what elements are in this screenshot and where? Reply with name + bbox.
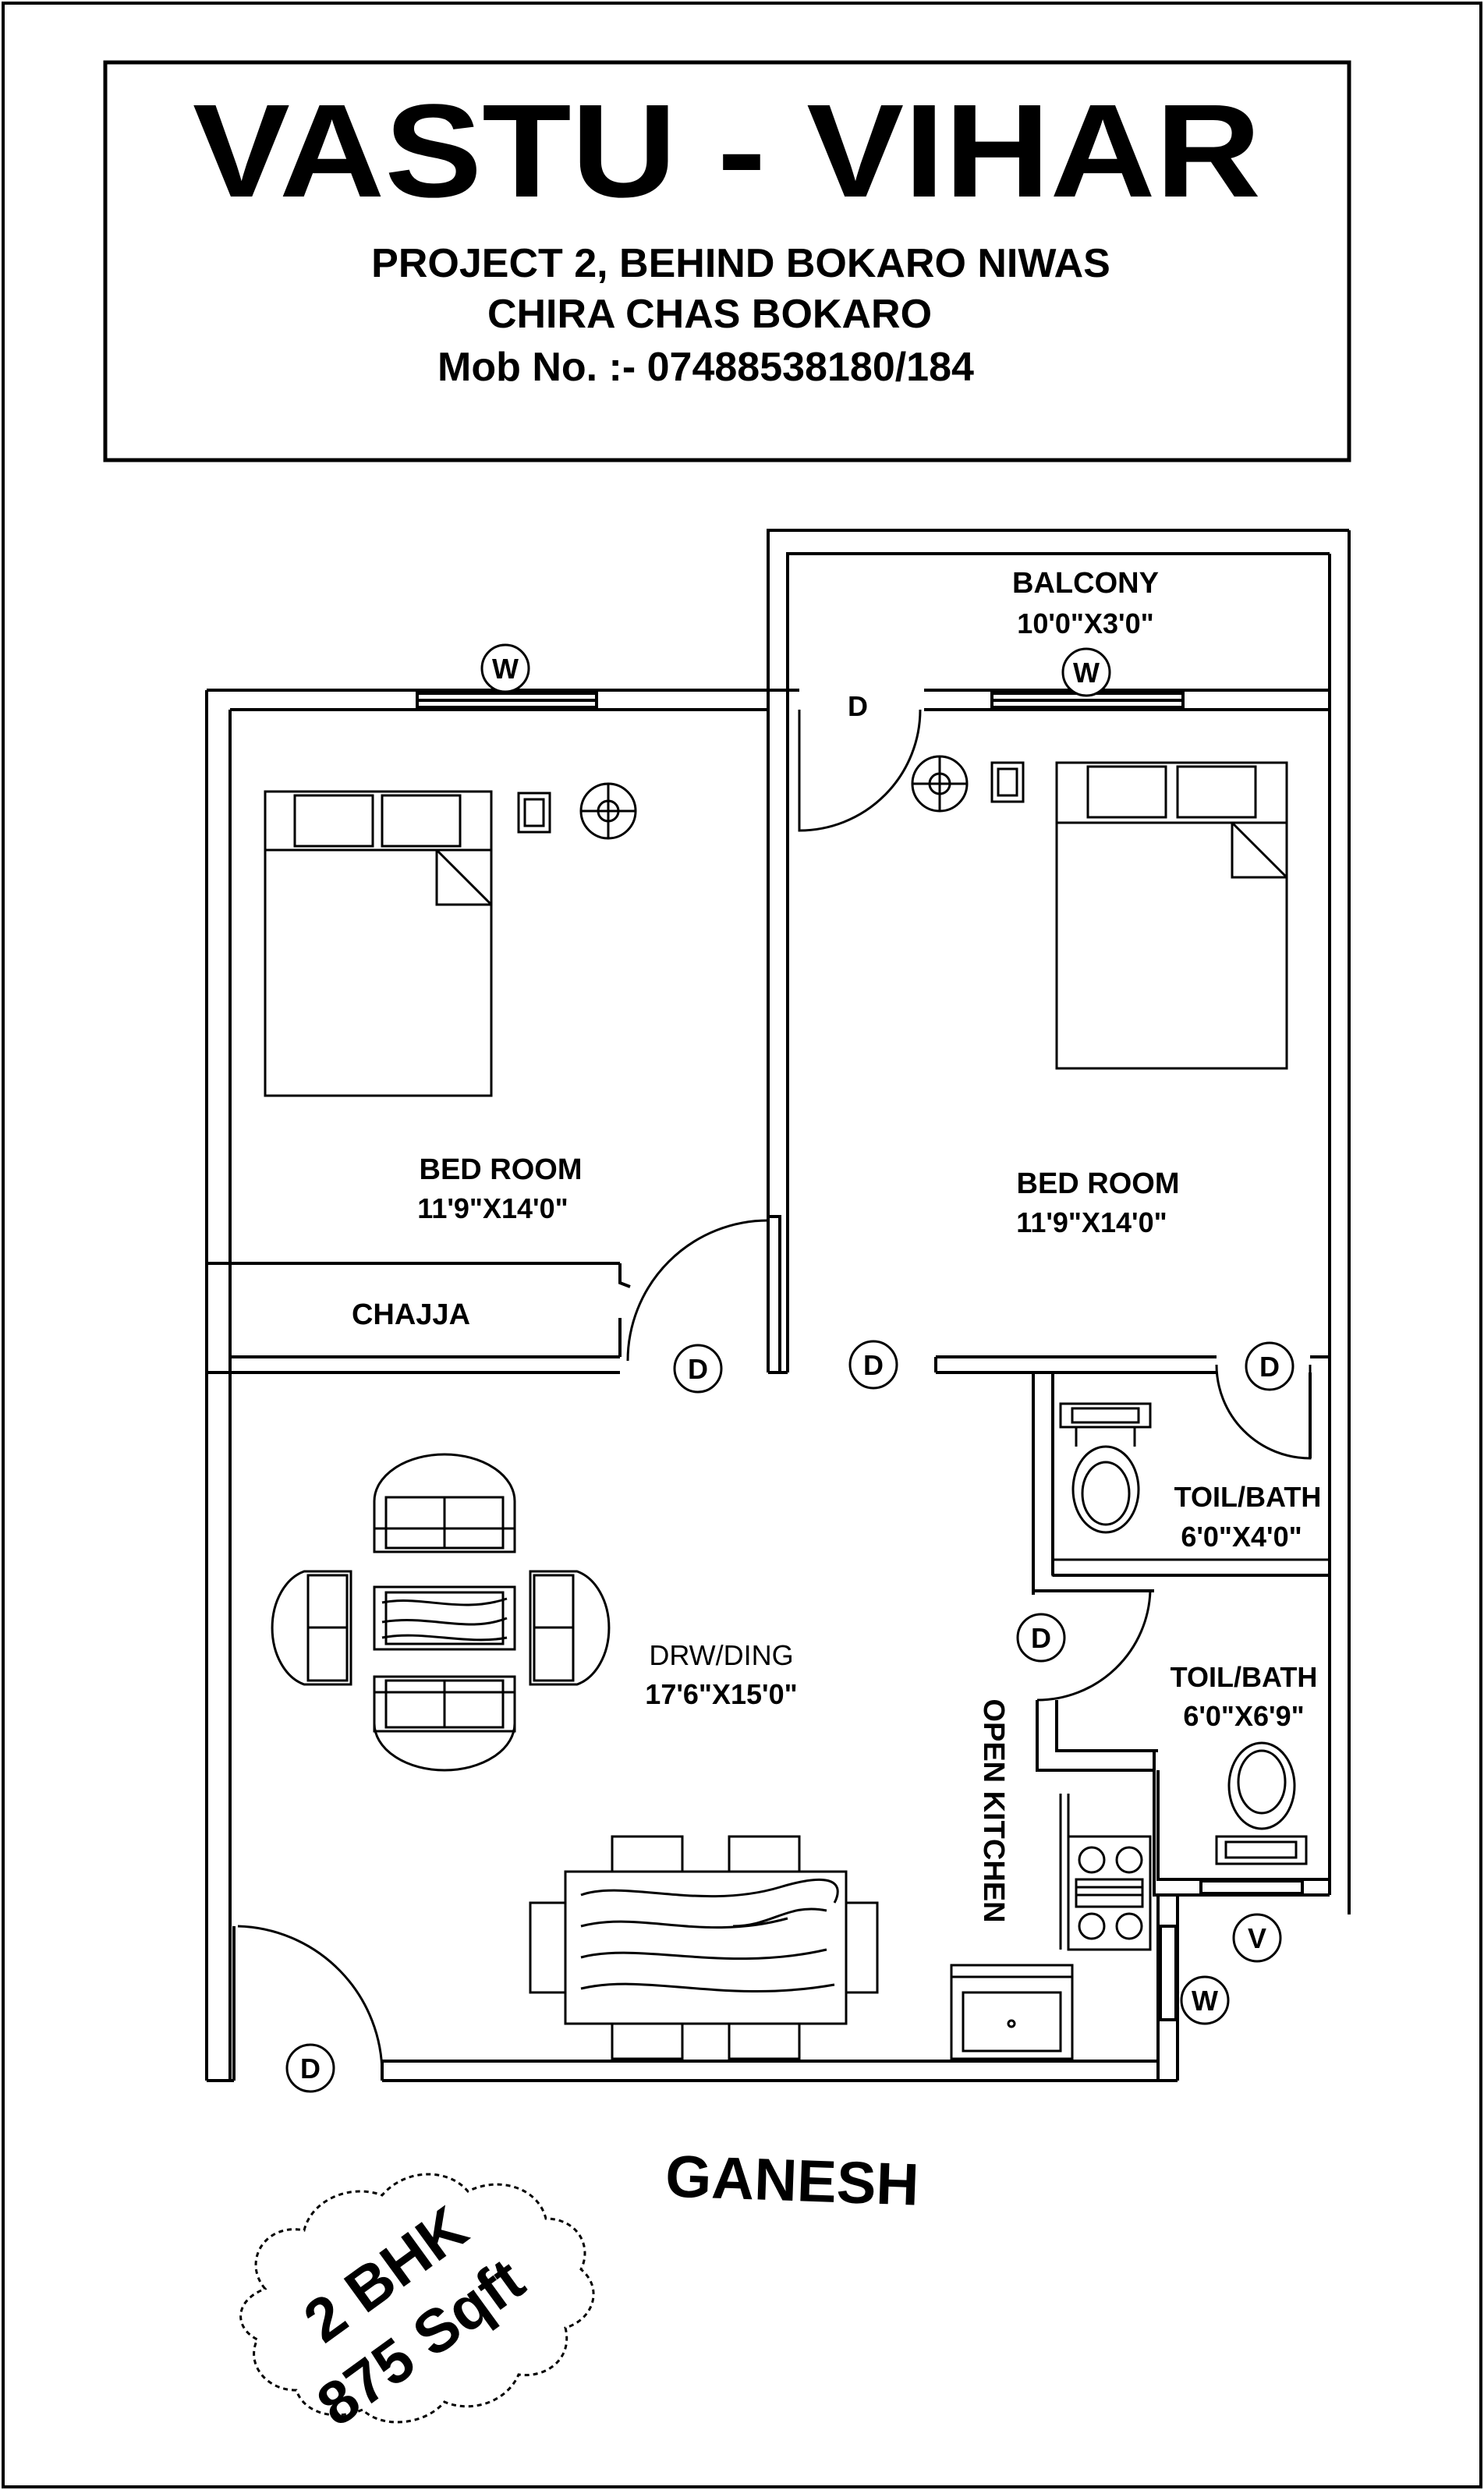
bed-left [264, 790, 493, 1097]
bed-right [1055, 761, 1288, 1070]
svg-text:V: V [1248, 1922, 1266, 1954]
title-block: VASTU - VIHAR PROJECT 2, BEHIND BOKARO N… [103, 60, 1351, 462]
badge-cloud [239, 2173, 595, 2424]
door-marker: D [848, 690, 868, 722]
owner-name: GANESH [664, 2143, 920, 2218]
svg-text:D: D [1031, 1622, 1051, 1654]
area-badge: 2 BHK 875 Sqft [239, 2173, 595, 2439]
telephone-icon [517, 792, 551, 834]
address-line-1: PROJECT 2, BEHIND BOKARO NIWAS [371, 241, 1110, 286]
balcony-door [798, 709, 922, 832]
ventilator-marker: V [1232, 1913, 1282, 1963]
wall-bedroom-partition [767, 710, 789, 1373]
window-marker: W [1180, 1975, 1230, 2025]
wall-right [1328, 530, 1351, 1914]
kitchen-counter [950, 1794, 1152, 2060]
bedroom-right-name: BED ROOM [1017, 1167, 1180, 1200]
toilet-lower-size: 6'0"X6'9" [1183, 1700, 1304, 1732]
bedroom-left-size: 11'9"X14'0" [417, 1192, 568, 1224]
main-door [237, 1925, 384, 2075]
balcony-size: 10'0"X3'0" [1017, 607, 1153, 639]
drawing-dining-size: 17'6"X15'0" [645, 1678, 797, 1710]
svg-text:D: D [1259, 1351, 1280, 1383]
left-bedroom-door [626, 1219, 769, 1362]
svg-text:D: D [863, 1349, 884, 1381]
wall-bottom [230, 2060, 1178, 2082]
coffee-table [373, 1585, 516, 1651]
markers: D W W D D D D V W [285, 643, 1295, 2093]
telephone-icon [990, 761, 1025, 803]
dining-table [529, 1835, 879, 2060]
door-marker: D [285, 2043, 335, 2093]
door-marker: D [1245, 1341, 1295, 1391]
sofa-set [271, 1453, 611, 1772]
svg-text:W: W [1073, 657, 1100, 689]
toilet-upper-door [1215, 1364, 1312, 1460]
bedroom-left-name: BED ROOM [420, 1153, 583, 1186]
phone-number: Mob No. :- 07488538180/184 [437, 345, 974, 390]
toilet-upper-name: TOIL/BATH [1174, 1481, 1322, 1513]
door-swings [232, 709, 1312, 2081]
drawing-dining-name: DRW/DING [649, 1639, 793, 1671]
address-line-2: CHIRA CHAS BOKARO [487, 292, 932, 337]
door-marker: D [673, 1344, 723, 1394]
svg-text:W: W [492, 653, 519, 685]
title-box [103, 60, 1351, 462]
svg-text:D: D [688, 1353, 708, 1385]
toilet-upper-size: 6'0"X4'0" [1181, 1521, 1302, 1553]
door-marker: D [848, 1340, 898, 1390]
toilet-lower-name: TOIL/BATH [1171, 1661, 1318, 1693]
svg-text:D: D [300, 2053, 321, 2084]
door-marker: D [1016, 1613, 1066, 1663]
toilet-lower-wc [1215, 1741, 1308, 1865]
toilet-lower-door [1036, 1590, 1152, 1702]
balcony-name: BALCONY [1012, 567, 1159, 600]
room-labels: BALCONY 10'0"X3'0" BED ROOM 11'9"X14'0" … [352, 567, 1321, 1923]
window-marker: W [1061, 647, 1111, 697]
kitchen-label: OPEN KITCHEN [977, 1698, 1010, 1922]
wall-left [205, 690, 232, 2081]
walls [205, 529, 1351, 2082]
project-title: VASTU - VIHAR [193, 77, 1261, 225]
toilet-upper-wc [1059, 1402, 1152, 1534]
chajja-label: CHAJJA [352, 1298, 470, 1331]
window-marker: W [480, 643, 530, 693]
svg-text:W: W [1192, 1985, 1218, 2017]
chajja-edge [207, 1262, 620, 1374]
bedroom-right-size: 11'9"X14'0" [1016, 1206, 1167, 1238]
